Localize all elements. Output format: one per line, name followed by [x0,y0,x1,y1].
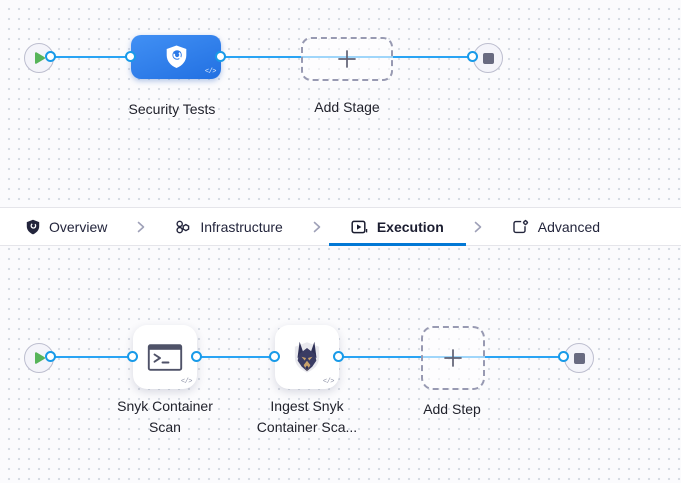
snyk-dog-icon [288,338,326,376]
play-icon [33,51,46,65]
stage-node-security-tests[interactable]: </> [131,35,221,79]
tab-label: Advanced [537,218,601,235]
connector-dot [467,51,478,62]
step-node-ingest-snyk[interactable]: </> [275,325,339,389]
step-node-snyk-container-scan[interactable]: </> [133,325,197,389]
stop-icon [573,352,585,364]
add-step-label: Add Step [423,401,481,417]
plus-icon [442,347,464,369]
chevron-right-icon [137,221,145,233]
plus-icon [336,48,358,70]
advanced-settings-icon [512,219,529,235]
add-stage-label: Add Stage [314,99,380,115]
add-step-button[interactable] [421,326,485,390]
tab-overview[interactable]: Overview [4,208,129,245]
infrastructure-icon [175,219,191,235]
stage-flow-edge [38,56,487,58]
stage-flow-end-node[interactable] [473,43,503,73]
security-shield-icon [164,44,189,71]
code-badge: </> [204,68,217,76]
chevron-right-icon [313,221,321,233]
code-badge: </> [180,378,193,386]
stop-icon [482,52,494,64]
terminal-icon [147,342,183,373]
add-stage-button[interactable] [301,37,393,81]
play-icon [33,351,46,365]
tab-label: Infrastructure [200,218,283,235]
shield-check-icon [26,219,40,235]
connector-dot [45,351,56,362]
connector-dot [215,51,226,62]
connector-dot [125,51,136,62]
connector-dot [333,351,344,362]
chevron-right-icon [474,221,482,233]
tab-advanced[interactable]: Advanced [490,208,622,245]
connector-dot [269,351,280,362]
step-label: Ingest Snyk Container Sca... [256,398,358,435]
tab-label: Overview [49,218,108,235]
code-badge: </> [322,378,335,386]
stage-label: Security Tests [128,101,216,117]
tab-label: Execution [376,218,444,235]
connector-dot [558,351,569,362]
connector-dot [45,51,56,62]
connector-dot [127,351,138,362]
execution-play-icon [351,219,368,235]
tab-infrastructure[interactable]: Infrastructure [153,208,304,245]
stage-config-tabbar: Overview Infrastructure [0,207,681,246]
step-label: Snyk Container Scan [117,398,213,435]
connector-dot [191,351,202,362]
tab-execution[interactable]: Execution [328,208,466,246]
